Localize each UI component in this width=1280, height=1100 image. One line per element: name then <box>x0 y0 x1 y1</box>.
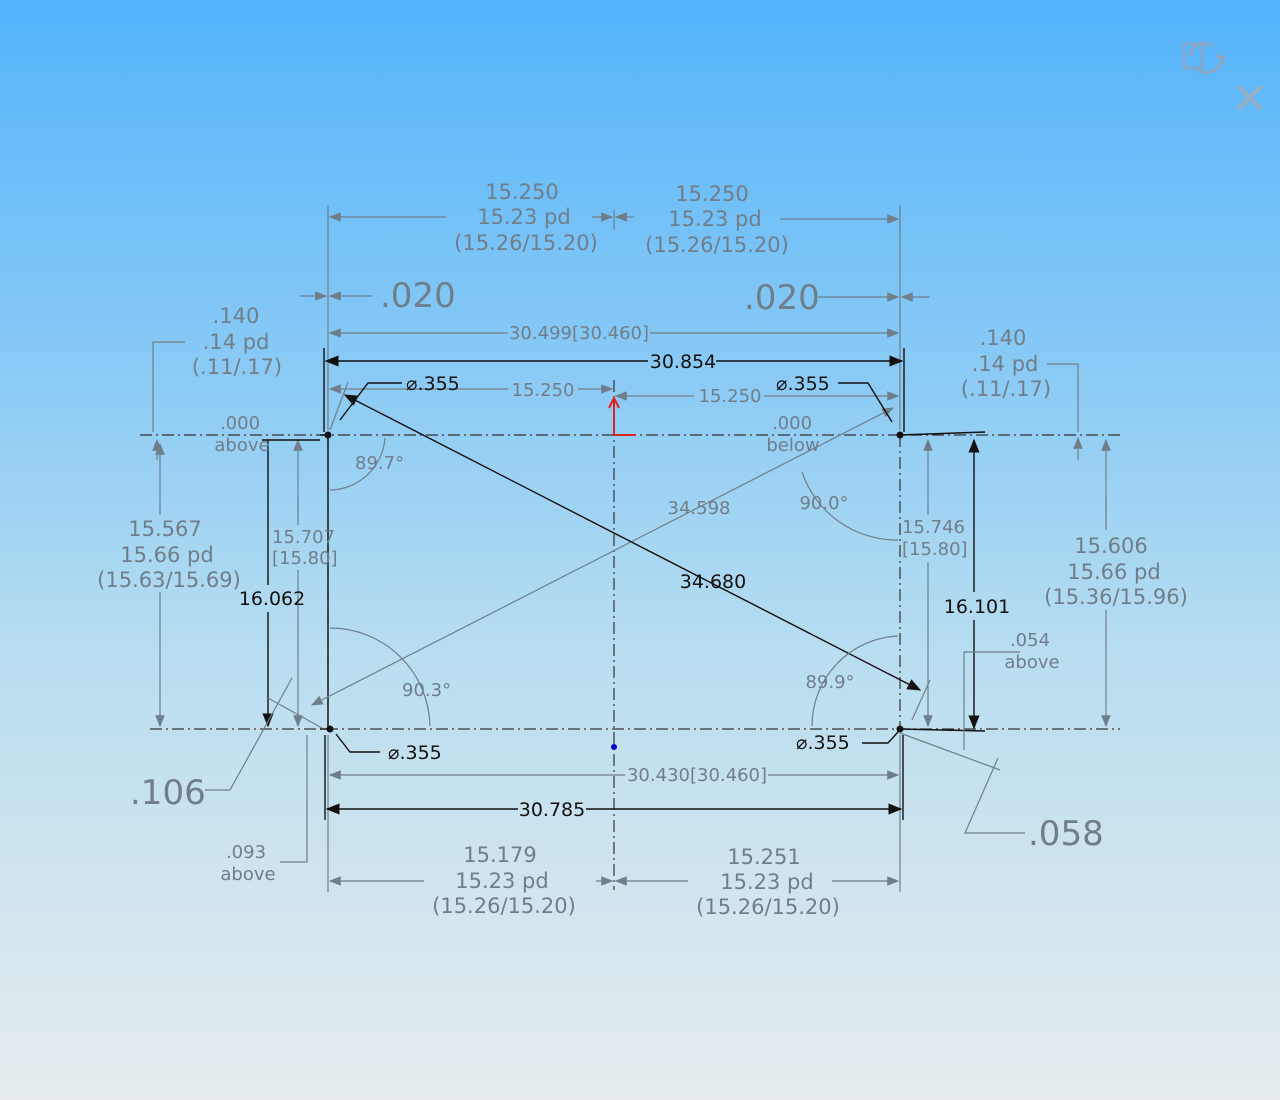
corner-offset-label: below <box>766 435 819 456</box>
bottom-left-note[interactable]: .093 above <box>220 842 275 885</box>
left-dimension-lines <box>152 341 431 863</box>
left-corner-dimension[interactable]: .140 .14 pd (.11/.17) .000 above <box>192 304 282 456</box>
top-left-dimension[interactable]: 15.250 15.23 pd (15.26/15.20) <box>454 180 598 255</box>
actual-dim: 16.101 <box>944 596 1010 618</box>
dim-nominal: .140 <box>980 326 1027 350</box>
dim-pd: 15.23 pd <box>720 870 813 894</box>
corner-offset: .000 <box>220 413 260 434</box>
close-icon[interactable] <box>1236 84 1263 111</box>
dim-pd: .14 pd <box>203 330 270 354</box>
dim-tolerance: (15.26/15.20) <box>645 233 789 257</box>
actual-dim: 16.062 <box>239 588 305 610</box>
half-top-right[interactable]: 15.250 <box>699 386 762 407</box>
bottom-right-dimension[interactable]: 15.251 15.23 pd (15.26/15.20) <box>696 845 840 919</box>
overall-bottom-ref[interactable]: 30.430[30.460] <box>627 765 767 786</box>
diagonal-d2[interactable]: 34.680 <box>680 571 746 593</box>
dim-pd: .14 pd <box>972 352 1039 376</box>
bottom-left-dimension[interactable]: 15.179 15.23 pd (15.26/15.20) <box>432 843 576 918</box>
offset-bottom-right[interactable]: .058 <box>1028 814 1104 854</box>
angle-br[interactable]: 89.9° <box>805 672 854 693</box>
overall-top-ref[interactable]: 30.499[30.460] <box>509 323 649 344</box>
hole-tr-label[interactable]: ⌀.355 <box>776 373 830 395</box>
offset-bottom-left[interactable]: .106 <box>130 773 206 813</box>
dim-tolerance: (15.36/15.96) <box>1044 585 1188 609</box>
rebuild-icon[interactable] <box>1182 41 1227 74</box>
dim-tolerance: (15.63/15.69) <box>97 568 241 592</box>
dim-pd: 15.23 pd <box>668 207 761 231</box>
dim-tolerance: (15.26/15.20) <box>696 895 840 919</box>
bottom-dimension-lines <box>324 735 904 892</box>
corner-offset-label: above <box>214 435 269 456</box>
dim-pd: 15.23 pd <box>477 205 570 229</box>
left-side-dimension[interactable]: 15.567 15.66 pd (15.63/15.69) 15.707 [15… <box>97 517 337 610</box>
dim-nominal: .140 <box>213 304 260 328</box>
overall-bottom-actual[interactable]: 30.785 <box>519 799 585 821</box>
dim-pd: 15.23 pd <box>455 869 548 893</box>
inner-dim: 15.746 <box>902 517 965 538</box>
inner-ref: [15.80] <box>902 539 968 560</box>
hole-bl-label[interactable]: ⌀.355 <box>388 742 442 764</box>
top-dimension-lines <box>300 205 930 432</box>
dim-tolerance: (.11/.17) <box>192 355 282 379</box>
dim-tolerance: (15.26/15.20) <box>454 231 598 255</box>
offset-top-right[interactable]: .020 <box>744 278 820 318</box>
origin-icon <box>608 395 636 436</box>
angle-bl[interactable]: 90.3° <box>402 680 451 701</box>
dim-tolerance: (15.26/15.20) <box>432 894 576 918</box>
side-offset: .054 <box>1010 630 1050 651</box>
top-right-dimension[interactable]: 15.250 15.23 pd (15.26/15.20) <box>645 182 789 257</box>
corner-offset: .000 <box>772 413 812 434</box>
hole-points[interactable] <box>324 431 904 751</box>
dim-nominal: 15.250 <box>675 182 748 206</box>
half-top-left[interactable]: 15.250 <box>512 380 575 401</box>
dim-nominal: 15.179 <box>463 843 536 867</box>
inner-dim: 15.707 <box>272 527 335 548</box>
dim-nominal: 15.250 <box>485 180 558 204</box>
diagonals[interactable] <box>310 381 931 721</box>
inner-ref: [15.80] <box>272 548 338 569</box>
dim-nominal: 15.251 <box>727 845 800 869</box>
hole-tl-label[interactable]: ⌀.355 <box>406 373 460 395</box>
side-offset-label: above <box>1004 652 1059 673</box>
right-side-dimension[interactable]: 15.606 15.66 pd (15.36/15.96) 15.746 [15… <box>902 517 1188 673</box>
angle-tl[interactable]: 89.7° <box>355 453 404 474</box>
note-value: .093 <box>226 842 266 863</box>
offset-top-left[interactable]: .020 <box>380 276 456 316</box>
dim-pd: 15.66 pd <box>1067 560 1160 584</box>
dim-tolerance: (.11/.17) <box>961 377 1051 401</box>
angle-tr[interactable]: 90.0° <box>799 493 848 514</box>
right-corner-dimension[interactable]: .140 .14 pd (.11/.17) .000 below <box>766 326 1051 456</box>
dim-nominal: 15.567 <box>128 517 201 541</box>
diagonal-d1[interactable]: 34.598 <box>668 498 731 519</box>
note-label: above <box>220 864 275 885</box>
overall-top-actual[interactable]: 30.854 <box>650 351 716 373</box>
right-dimension-lines <box>335 363 1111 834</box>
dim-pd: 15.66 pd <box>120 543 213 567</box>
dim-nominal: 15.606 <box>1074 534 1147 558</box>
hole-br-label[interactable]: ⌀.355 <box>796 732 850 754</box>
